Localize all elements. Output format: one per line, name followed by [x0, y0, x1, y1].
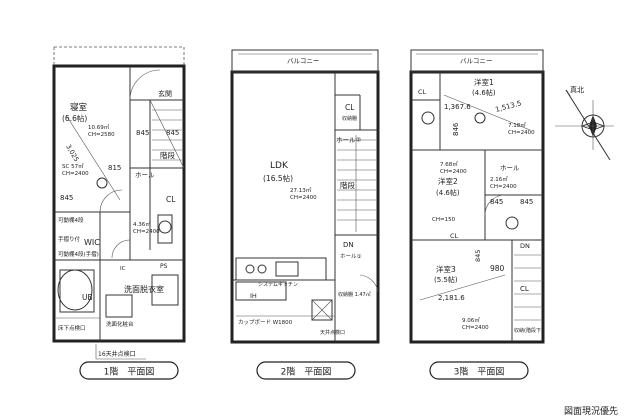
compass-label: 真北: [570, 85, 584, 94]
f1-dim-845-c: 845: [60, 194, 73, 202]
f2-ldk-size: (16.5帖): [263, 173, 293, 183]
f1-dim-845-b: 845: [166, 129, 179, 137]
f1-pipe: PS: [160, 263, 168, 270]
f1-shelf2: 手摺り付: [58, 235, 81, 243]
f3-room1-ch: CH=2400: [508, 130, 535, 136]
floor-2-caption-box: [256, 361, 356, 380]
f3-room3-size: (5.5帖): [434, 275, 458, 284]
f2-ldk-name: LDK: [270, 161, 289, 171]
f3-hall-area: 2.16㎡: [490, 175, 508, 183]
compass-icon: 真北: [555, 85, 614, 161]
f3-hall: ホール: [500, 164, 520, 172]
f3-ch150: CH=150: [432, 217, 456, 223]
f1-bedroom-size: (6.6帖): [62, 113, 87, 123]
f1-bedroom-ch: CH=2580: [88, 132, 115, 138]
f3-dim-980: 980: [490, 264, 505, 273]
f1-shelf3: 可動棚4段(手摺): [58, 250, 99, 258]
f3-room2-size: (4.6帖): [436, 188, 460, 197]
f1-dim-3025: 3,025: [64, 143, 80, 163]
f1-storage-ch: CH=2400: [133, 229, 160, 235]
f1-closet: CL: [166, 195, 176, 204]
f1-washroom: 洗面脱衣室: [124, 284, 164, 294]
f2-closet: CL: [345, 103, 355, 112]
f2-ldk-area: 27.13㎡: [290, 186, 312, 194]
f2-closet-sub: 収納棚: [342, 115, 357, 122]
f3-room2-name: 洋室2: [438, 176, 458, 186]
f2-hall-down: ホール①: [340, 253, 362, 260]
f1-meter: IC: [120, 266, 126, 272]
f1-under-floor: 床下点検口: [58, 324, 86, 332]
f1-ceiling-check: 16天井点検口: [98, 350, 136, 358]
f3-room3-area: 9.06㎡: [462, 316, 480, 324]
f2-balcony: バルコニー: [287, 57, 319, 65]
f1-storage-area: 4.36㎡: [133, 220, 151, 228]
f3-room1-area: 7.18㎡: [508, 121, 526, 129]
floor-captions: 1階 平面図 2階 平面図 3階 平面図: [79, 361, 529, 380]
f3-room2-ch: CH=2400: [440, 169, 467, 175]
f3-dim-845-a: 845: [490, 198, 503, 206]
f1-bedroom-area: 10.69㎡: [88, 123, 110, 131]
f2-ih: IH: [250, 292, 257, 300]
f3-dim-2181: 2,181.6: [438, 294, 465, 302]
floor-2-caption: 2階 平面図: [281, 367, 332, 378]
f3-room1-size: (4.6帖): [472, 88, 496, 97]
f1-bath: UB: [82, 293, 93, 302]
floor-2-plan: バルコニー LDK (16.5帖) 27.13㎡ CH: [230, 49, 380, 344]
f3-closet1: CL: [418, 88, 427, 96]
f2-kitchen-sink: システムキッチン: [258, 282, 298, 288]
f3-stairs-down: DN: [520, 242, 530, 250]
f1-bedroom-name: 寝室: [70, 102, 88, 113]
f3-dim-1513: 1,513.5: [494, 99, 522, 114]
f3-hall-ch: CH=2400: [490, 184, 517, 190]
floor-1-caption: 1階 平面図: [104, 367, 155, 378]
floor-1-caption-box: [79, 361, 179, 380]
floor-3-caption: 3階 平面図: [454, 367, 505, 378]
f3-room2-area: 7.68㎡: [440, 160, 458, 168]
f2-down: DN: [343, 241, 354, 249]
f3-dim-1367: 1,367.6: [444, 103, 471, 111]
f2-toilet-area: 収納棚 1.47㎡: [338, 291, 371, 298]
f1-bedroom-sc-ch: CH=2400: [62, 171, 89, 177]
f3-room1-name: 洋室1: [474, 77, 494, 87]
f2-stairs: 階段: [340, 180, 355, 190]
f3-dim-845-c: 845: [474, 250, 482, 262]
f1-washbasin: 洗面化粧台: [106, 320, 134, 328]
floor-1-plan: 寝室 (6.6帖) 10.69㎡ CH=2580 SC 57㎡ CH=2400 …: [52, 46, 186, 360]
f3-stairs-note: 収納(階段下): [514, 327, 543, 334]
f1-bedroom-sc: SC 57㎡: [62, 162, 84, 170]
f2-cupboard: カップボード W1800: [238, 318, 293, 326]
f3-dim-846: 846: [452, 122, 460, 136]
f1-hall: ホール: [135, 171, 155, 179]
f3-closet2: CL: [450, 232, 459, 240]
f2-ceiling-vent: 天井点検口: [320, 329, 345, 336]
f1-entrance: 玄関: [158, 89, 172, 98]
f3-dim-845-b: 845: [520, 198, 533, 206]
f1-dim-815: 815: [108, 164, 121, 172]
f3-room3-ch: CH=2400: [462, 325, 489, 331]
f2-ldk-ch: CH=2400: [290, 195, 317, 201]
footer-note: 図面現況優先: [564, 405, 618, 417]
f1-shelf1: 可動棚4段: [58, 216, 84, 224]
f3-balcony: バルコニー: [460, 57, 492, 65]
f2-hall: ホール②: [336, 136, 362, 144]
floor-3-caption-box: [429, 361, 529, 380]
f3-closet3: CL: [520, 285, 529, 293]
floor-3-plan: バルコニー 洋室1 (4.6帖) 7.18㎡ CH=2400 1,367.6 1…: [409, 49, 545, 344]
f1-wic: WIC: [84, 238, 100, 247]
floor-1-outline: [52, 64, 186, 343]
f1-stairs: 階段: [160, 150, 175, 160]
f1-dim-845-a: 845: [136, 129, 149, 137]
f3-room3-name: 洋室3: [436, 264, 456, 274]
